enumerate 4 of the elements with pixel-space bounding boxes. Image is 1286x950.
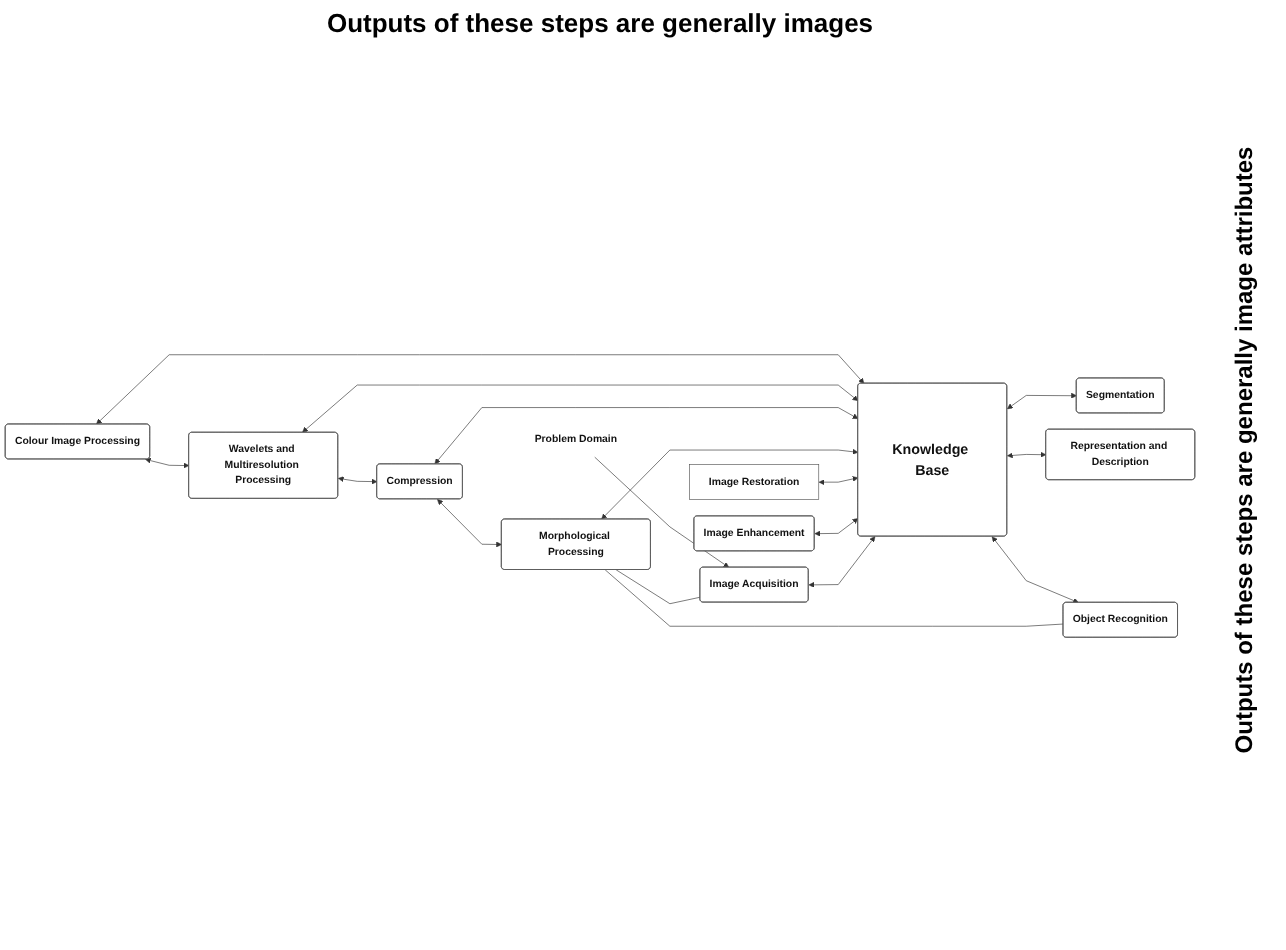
connector <box>615 569 701 605</box>
connector <box>604 569 1064 627</box>
section-caption: Outputs of these steps are generally images <box>324 8 876 38</box>
section-caption: Outputs of these steps are generally image attributes <box>1230 144 1258 758</box>
